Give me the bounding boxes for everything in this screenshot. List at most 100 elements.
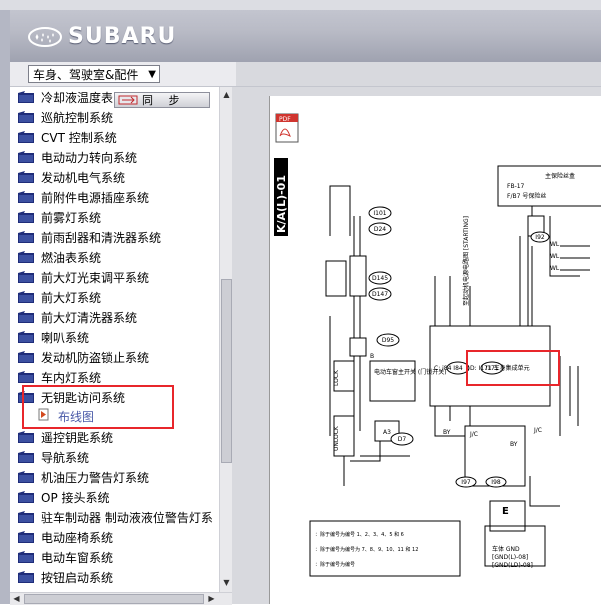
sync-button[interactable]: 同 步 — [114, 92, 210, 108]
pdf-icon[interactable]: PDF — [275, 113, 299, 143]
tree-item[interactable]: OP 接头系统 — [18, 487, 110, 507]
tree-selection-highlight — [22, 385, 174, 429]
window-top-strip — [0, 0, 601, 10]
gnd-label-3: [GND(LD)-08] — [492, 562, 533, 569]
folder-icon — [18, 491, 34, 503]
tree-vertical-scrollbar[interactable]: ▲ ▼ — [219, 87, 233, 592]
scroll-right-icon[interactable]: ▶ — [208, 594, 215, 603]
tree-item-label: OP 接头系统 — [41, 490, 110, 505]
connector-i97: I97 — [461, 479, 471, 486]
tree-item[interactable]: 燃油表系统 — [18, 247, 101, 267]
tree-item-label: 导航系统 — [41, 450, 90, 465]
tree-item-label: 驻车制动器 制动液液位警告灯系 — [41, 510, 213, 525]
tree-item[interactable]: 前大灯系统 — [18, 287, 101, 307]
tree-item[interactable]: 遥控钥匙系统 — [18, 427, 113, 447]
tree-item-label: 喇叭系统 — [41, 330, 90, 345]
tree-item-label: 前附件电源插座系统 — [41, 190, 150, 205]
connector-highlight — [466, 350, 560, 386]
tree-item[interactable]: 电动车窗系统 — [18, 547, 113, 567]
tree-item[interactable]: 电动动力转向系统 — [18, 147, 137, 167]
d-label: D: I171 车身集成单元 — [470, 364, 530, 372]
vertical-note: 至起动机电源电路图 [STARTING] — [462, 216, 470, 306]
folder-icon — [18, 111, 34, 123]
connector-d95: D95 — [382, 337, 394, 344]
tree-subitem-wiring[interactable]: 布线图 — [38, 407, 94, 425]
tree-hscroll-thumb[interactable] — [24, 594, 204, 604]
subaru-stars-icon — [28, 26, 62, 47]
tree-item-label: 前大灯系统 — [41, 290, 102, 305]
folder-icon — [18, 451, 34, 463]
note-2: ：除于编号为编号为 7、8、9、10、11 和 12 — [315, 546, 418, 553]
tree-item[interactable]: 巡航控制系统 — [18, 107, 113, 127]
fuse-box-label: 主保险丝盒 — [545, 172, 575, 180]
folder-icon — [18, 551, 34, 563]
folder-icon — [18, 571, 34, 583]
connector-d145: D145 — [372, 275, 388, 282]
tree-item[interactable]: 前雨刮器和清洗器系统 — [18, 227, 161, 247]
tree-item-label: CVT 控制系统 — [41, 130, 117, 145]
tree-item-label: 燃油表系统 — [41, 250, 102, 265]
tree-item[interactable]: 冷却液温度表 — [18, 87, 113, 107]
tree-item[interactable]: 驻车制动器 制动液液位警告灯系 — [18, 507, 213, 527]
tree-item[interactable]: 机油压力警告灯系统 — [18, 467, 149, 487]
jc-label-right: J/C — [533, 427, 542, 434]
folder-icon — [18, 431, 34, 443]
fuse-label: FB-17 — [507, 183, 525, 190]
connector-i92: I92 — [535, 234, 545, 241]
tree-item-label: 前大灯清洗器系统 — [41, 310, 138, 325]
tree-item[interactable]: 导航系统 — [18, 447, 89, 467]
c-label: C: i84 — [434, 365, 452, 372]
tree-item-label: 按钮启动系统 — [41, 570, 114, 585]
folder-icon — [18, 251, 34, 263]
door-switch-label: 电动车窗主开关 (门锁开关) — [374, 368, 447, 376]
connector-i98: I98 — [491, 479, 501, 486]
chevron-down-icon: ▼ — [148, 69, 156, 80]
scroll-down-icon[interactable]: ▼ — [223, 578, 230, 587]
tree-item[interactable]: CVT 控制系统 — [18, 127, 117, 147]
tree-item-label: 电动车窗系统 — [41, 550, 114, 565]
tree-item[interactable]: 发动机电气系统 — [18, 167, 125, 187]
lock-label: LOCK — [333, 369, 340, 386]
tree-item[interactable]: 前雾灯系统 — [18, 207, 101, 227]
scroll-up-icon[interactable]: ▲ — [223, 90, 230, 99]
pdf-label: PDF — [279, 116, 291, 123]
wire-wl-2: WL — [550, 253, 560, 260]
brand-name: SUBARU — [68, 24, 177, 49]
tree-item[interactable]: 按钮启动系统 — [18, 567, 113, 587]
folder-icon — [18, 91, 34, 103]
tree-item-label: 遥控钥匙系统 — [41, 430, 114, 445]
tree-item-label: 巡航控制系统 — [41, 110, 114, 125]
folder-icon — [18, 231, 34, 243]
tree-item-label: 机油压力警告灯系统 — [41, 470, 150, 485]
sync-icon — [118, 95, 138, 105]
folder-icon — [18, 371, 34, 383]
tree-scroll-thumb[interactable] — [221, 279, 232, 463]
diagram-title-bar — [274, 158, 288, 236]
jc-label: J/C — [469, 431, 478, 438]
tree-horizontal-scrollbar[interactable]: ◀ ▶ — [10, 592, 232, 605]
wire-by-1: BY — [443, 429, 451, 436]
tree-item-label: 发动机防盗锁止系统 — [41, 350, 150, 365]
tree-item-label: 冷却液温度表 — [41, 90, 114, 105]
folder-icon — [18, 471, 34, 483]
scroll-left-icon[interactable]: ◀ — [13, 594, 20, 603]
left-rail — [0, 10, 10, 604]
tree-item[interactable]: 发动机防盗锁止系统 — [18, 347, 149, 367]
app-header: SUBARU — [10, 10, 601, 63]
category-select[interactable]: 车身、驾驶室&配件 ▼ — [28, 65, 160, 83]
tree-item-label: 车内灯系统 — [41, 370, 102, 385]
tree-item[interactable]: 车内灯系统 — [18, 367, 101, 387]
tree-item[interactable]: 前大灯光束调平系统 — [18, 267, 149, 287]
note-1: ：除于编号为编号 1、2、3、4、5 和 6 — [315, 531, 404, 538]
tree-item[interactable]: 电动座椅系统 — [18, 527, 113, 547]
tree-item-label: 前大灯光束调平系统 — [41, 270, 150, 285]
tree-item[interactable]: 喇叭系统 — [18, 327, 89, 347]
folder-icon — [18, 131, 34, 143]
diagram-text: LOCK UNLOCK A3 B C: i84 D: I171 车身集成单元 J… — [315, 172, 575, 569]
sync-button-label: 同 步 — [142, 94, 186, 107]
connector-d24: D24 — [374, 226, 386, 233]
folder-icon — [18, 331, 34, 343]
tree-item[interactable]: 前附件电源插座系统 — [18, 187, 149, 207]
b-label: B — [370, 353, 374, 360]
tree-item[interactable]: 前大灯清洗器系统 — [18, 307, 137, 327]
